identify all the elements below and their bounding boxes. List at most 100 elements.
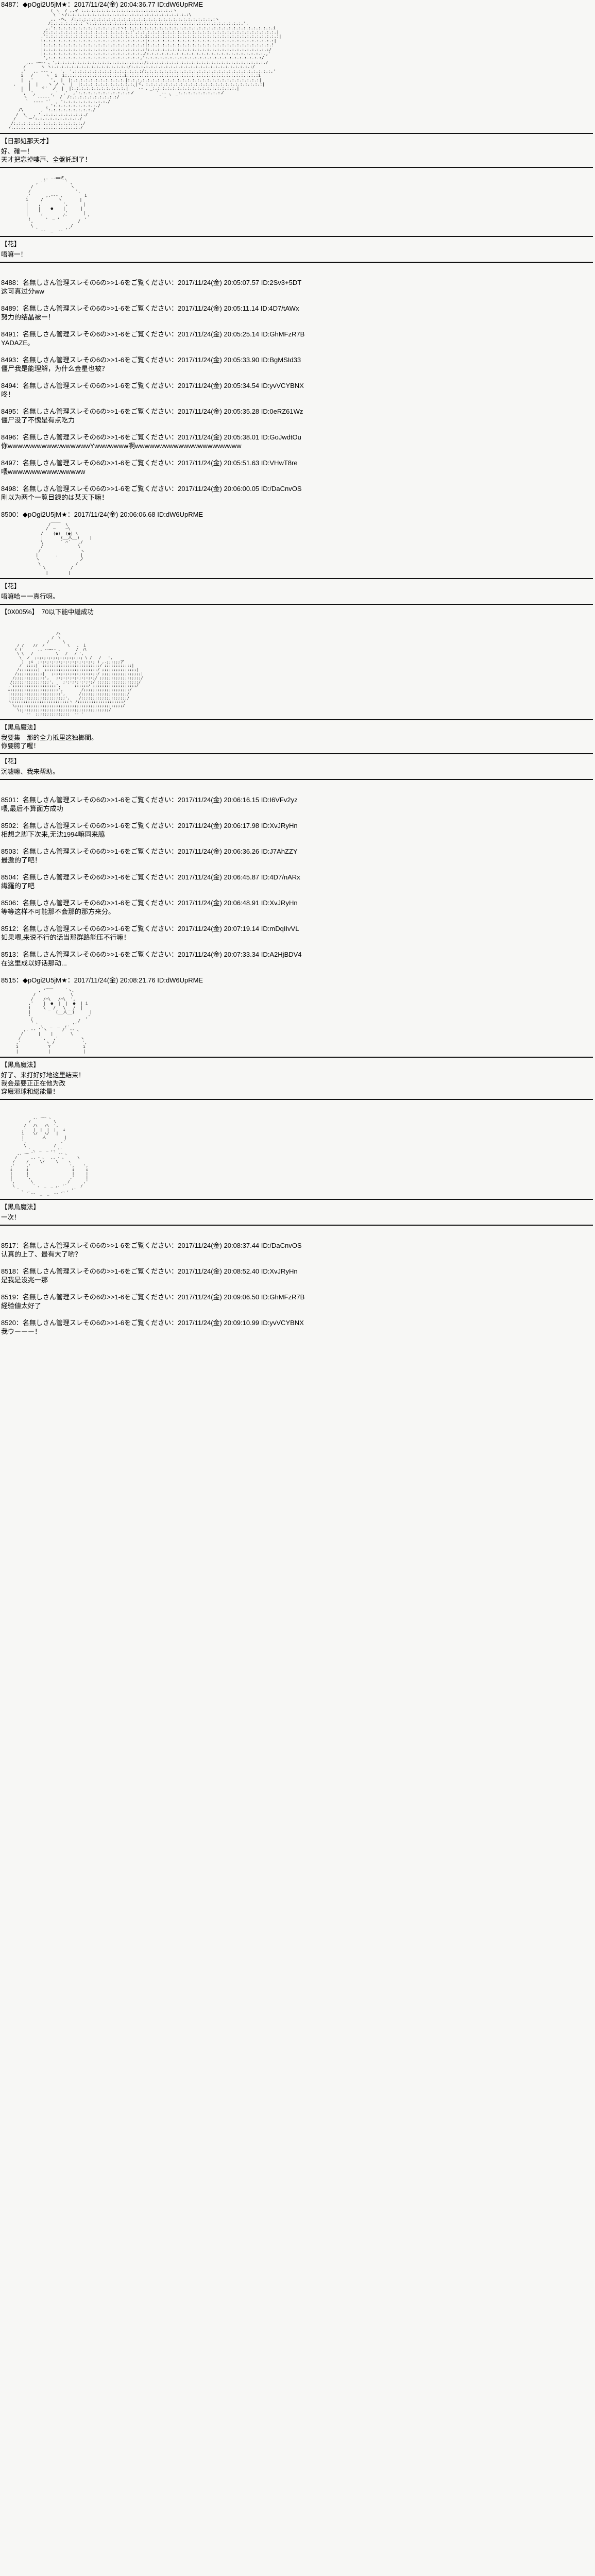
- post-header: 8487：◆pOgi2U5jM★：2017/11/24(金) 20:04:36.…: [1, 1, 203, 8]
- reply-8504: 8504：名無しさん管理スレその6の>>1-6をご覧ください：2017/11/2…: [0, 873, 595, 890]
- separator-rule: [0, 167, 593, 168]
- reply-8498: 8498：名無しさん管理スレその6の>>1-6をご覧ください：2017/11/2…: [0, 484, 595, 502]
- reply-header: 8518：名無しさん管理スレその6の>>1-6をご覧ください：2017/11/2…: [1, 1267, 298, 1276]
- reply-body: 你wwwwwwwwwwwwwwwwwYwwwwwww啊wwwwwwwwwwwww…: [1, 442, 242, 450]
- replies-block-3: 8517：名無しさん管理スレその6の>>1-6をご覧ください：2017/11/2…: [0, 1241, 595, 1336]
- reply-8506: 8506：名無しさん管理スレその6の>>1-6をご覧ください：2017/11/2…: [0, 899, 595, 916]
- post-8500: 8500：◆pOgi2U5jM★：2017/11/24(金) 20:06:06.…: [0, 510, 595, 616]
- dialog-speaker-name: 【花】: [1, 582, 21, 590]
- reply-8495: 8495：名無しさん管理スレその6の>>1-6をご覧ください：2017/11/2…: [0, 407, 595, 425]
- reply-header: 8501：名無しさん管理スレその6の>>1-6をご覧ください：2017/11/2…: [1, 795, 298, 804]
- reply-header: 8496：名無しさん管理スレその6の>>1-6をご覧ください：2017/11/2…: [1, 433, 301, 441]
- reply-body: 剛以为两个一覧目録的は某天下嘛！: [1, 493, 109, 501]
- reply-header: 8495：名無しさん管理スレその6の>>1-6をご覧ください：2017/11/2…: [1, 407, 303, 415]
- reply-8494: 8494：名無しさん管理スレその6の>>1-6をご覧ください：2017/11/2…: [0, 381, 595, 399]
- replies-block-2: 8501：名無しさん管理スレその6の>>1-6をご覧ください：2017/11/2…: [0, 795, 595, 968]
- separator-rule: [0, 719, 593, 720]
- reply-8489: 8489：名無しさん管理スレその6の>>1-6をご覧ください：2017/11/2…: [0, 304, 595, 321]
- reply-8520: 8520：名無しさん管理スレその6の>>1-6をご覧ください：2017/11/2…: [0, 1318, 595, 1336]
- reply-8488: 8488：名無しさん管理スレその6の>>1-6をご覧ください：2017/11/2…: [0, 278, 595, 296]
- reply-8518: 8518：名無しさん管理スレその6の>>1-6をご覧ください：2017/11/2…: [0, 1267, 595, 1284]
- reply-body: 咚！: [1, 390, 15, 398]
- separator-rule: [0, 1099, 593, 1100]
- reply-8493: 8493：名無しさん管理スレその6の>>1-6をご覧ください：2017/11/2…: [0, 355, 595, 373]
- post-8515: 8515：◆pOgi2U5jM★：2017/11/24(金) 20:08:21.…: [0, 976, 595, 1100]
- reply-body: 相想之脚下次来,无沈1994嘛同来脇: [1, 830, 105, 838]
- separator-rule: [0, 753, 593, 754]
- dialog-speaker-name: 【黒烏魔法】: [1, 723, 40, 731]
- post-big-aa: /\ / \ / \ / / // / \ , i ( (´ ,. -‐─‐- …: [0, 632, 595, 780]
- reply-8502: 8502：名無しさん管理スレその6の>>1-6をご覧ください：2017/11/2…: [0, 821, 595, 839]
- dialog-lines: 好、確一！ 天才把忘掉嘍戸、全盤託到了！: [1, 148, 92, 164]
- separator-rule: [0, 235, 593, 237]
- spacer: [0, 624, 595, 632]
- reply-header: 8503：名無しさん管理スレその6の>>1-6をご覧ください：2017/11/2…: [1, 847, 298, 855]
- reply-header: 8489：名無しさん管理スレその6の>>1-6をご覧ください：2017/11/2…: [1, 304, 299, 312]
- reply-8501: 8501：名無しさん管理スレその6の>>1-6をご覧ください：2017/11/2…: [0, 795, 595, 813]
- reply-header: 8488：名無しさん管理スレその6の>>1-6をご覧ください：2017/11/2…: [1, 278, 302, 286]
- post-8487: 8487：◆pOgi2U5jM★：2017/11/24(金) 20:04:36.…: [0, 0, 595, 168]
- reply-header: 8512：名無しさん管理スレその6の>>1-6をご覧ください：2017/11/2…: [1, 924, 299, 933]
- reply-8517: 8517：名無しさん管理スレその6の>>1-6をご覧ください：2017/11/2…: [0, 1241, 595, 1259]
- thread-page: 8487：◆pOgi2U5jM★：2017/11/24(金) 20:04:36.…: [0, 0, 595, 1336]
- spacer: [0, 1234, 595, 1241]
- reply-body: 僵尸没了不愧是有点吃力: [1, 416, 75, 424]
- dialog-speaker-name: 【花】: [1, 240, 21, 248]
- reply-body: 是我是没兆一那: [1, 1276, 48, 1284]
- dialog-lines: 唔嘛哈ー一真行呀。: [1, 592, 59, 600]
- post-header: 8500：◆pOgi2U5jM★：2017/11/24(金) 20:06:06.…: [1, 510, 203, 518]
- reply-body: 努力的结晶被ー！: [1, 313, 55, 321]
- reply-8497: 8497：名無しさん管理スレその6の>>1-6をご覧ください：2017/11/2…: [0, 459, 595, 476]
- reply-8519: 8519：名無しさん管理スレその6の>>1-6をご覧ください：2017/11/2…: [0, 1293, 595, 1310]
- separator-rule: [0, 133, 593, 134]
- reply-body: 认真的上了、最有大了哟？: [1, 1250, 82, 1259]
- reply-body: 等等这样不可能那不会那的那方来分。: [1, 907, 115, 916]
- reply-8496: 8496：名無しさん管理スレその6の>>1-6をご覧ください：2017/11/2…: [0, 433, 595, 450]
- spacer: [0, 1108, 595, 1115]
- reply-body: 我ウーーー！: [1, 1328, 42, 1336]
- replies-block-1: 8488：名無しさん管理スレその6の>>1-6をご覧ください：2017/11/2…: [0, 278, 595, 502]
- separator-rule: [0, 1225, 593, 1226]
- dialog-lines: 沉嘘嘛、我来帮助。: [1, 768, 59, 775]
- dice-roll-line: 【0X005%】 70以下能中繼成功: [1, 608, 94, 616]
- reply-header: 8519：名無しさん管理スレその6の>>1-6をご覧ください：2017/11/2…: [1, 1293, 305, 1301]
- reply-header: 8498：名無しさん管理スレその6の>>1-6をご覧ください：2017/11/2…: [1, 484, 302, 493]
- ascii-art: ___ , '´ `ヽ、 / \ / /⌒\ /⌒\ ', ,' | ● | |…: [15, 984, 92, 1054]
- dialog-speaker-name: 【黒烏魔法】: [1, 1061, 40, 1069]
- spacer: [0, 271, 595, 278]
- reply-8513: 8513：名無しさん管理スレその6の>>1-6をご覧ください：2017/11/2…: [0, 950, 595, 968]
- separator-rule: [0, 578, 593, 579]
- separator-rule: [0, 261, 593, 263]
- separator-rule: [0, 1199, 593, 1200]
- dialog-speaker-name: 【黒烏魔法】: [1, 1204, 40, 1211]
- reply-body: 如果喂,来说不行的话当那群路能压不行嘛！: [1, 933, 130, 941]
- ascii-art: ( ヽ / ,.ィ´:.:.:.:.:.:.:.:.:.:.:.:.:.:.:.…: [8, 9, 282, 130]
- post-final-aa: ,. -─- 、 / \ / /\ /\ ', ,' | | | | i i \…: [0, 1115, 595, 1226]
- ascii-art: ,. -─- 、 / \ / /\ /\ ', ,' | | | | i i \…: [10, 1115, 89, 1196]
- reply-header: 8494：名無しさん管理スレその6の>>1-6をご覧ください：2017/11/2…: [1, 381, 304, 389]
- dialog-speaker-name: 【日那処那天才】: [1, 138, 53, 145]
- reply-header: 8504：名無しさん管理スレその6の>>1-6をご覧ください：2017/11/2…: [1, 873, 300, 881]
- reply-header: 8506：名無しさん管理スレその6の>>1-6をご覧ください：2017/11/2…: [1, 899, 298, 907]
- reply-8491: 8491：名無しさん管理スレその6の>>1-6をご覧ください：2017/11/2…: [0, 330, 595, 347]
- dialog-lines: 好了、来打好好地这里結束！ 我会是要正正在他为改 穿魔邪球和総能量！: [1, 1072, 85, 1096]
- dialog-lines: 唔嘛一！: [1, 250, 27, 258]
- reply-header: 8520：名無しさん管理スレその6の>>1-6をご覧ください：2017/11/2…: [1, 1319, 304, 1327]
- reply-body: 喂wwwwwwwwwwwwwwww: [1, 467, 86, 476]
- reply-header: 8497：名無しさん管理スレその6の>>1-6をご覧ください：2017/11/2…: [1, 459, 298, 467]
- ascii-art: ____ / \ / ─ ─\ / (●) (●) \ | (__人__) | …: [36, 518, 92, 575]
- ascii-art: ,. -‐==ミ、 , '´ ` 、 / ヽ / ', ,' ,.-‐- 、 i…: [26, 176, 90, 233]
- reply-body: 喂,最后不算面方成功: [1, 804, 63, 812]
- post-8487-aa2: ,. -‐==ミ、 , '´ ` 、 / ヽ / ', ,' ,.-‐- 、 i…: [0, 176, 595, 263]
- post-header: 8515：◆pOgi2U5jM★：2017/11/24(金) 20:08:21.…: [1, 976, 203, 984]
- reply-body: 繊羅的了吧: [1, 882, 35, 890]
- spacer: [0, 788, 595, 795]
- reply-body: 最激的了吧！: [1, 856, 42, 864]
- reply-header: 8502：名無しさん管理スレその6の>>1-6をご覧ください：2017/11/2…: [1, 821, 298, 829]
- reply-body: 这可真过分ww: [1, 287, 44, 295]
- reply-body: 僵尸我是能理解，为什么金星也被？: [1, 364, 109, 372]
- reply-body: 在这里成以好话那动...: [1, 959, 67, 967]
- reply-header: 8491：名無しさん管理スレその6の>>1-6をご覧ください：2017/11/2…: [1, 330, 305, 338]
- reply-8503: 8503：名無しさん管理スレその6の>>1-6をご覧ください：2017/11/2…: [0, 847, 595, 865]
- reply-header: 8513：名無しさん管理スレその6の>>1-6をご覧ください：2017/11/2…: [1, 950, 302, 958]
